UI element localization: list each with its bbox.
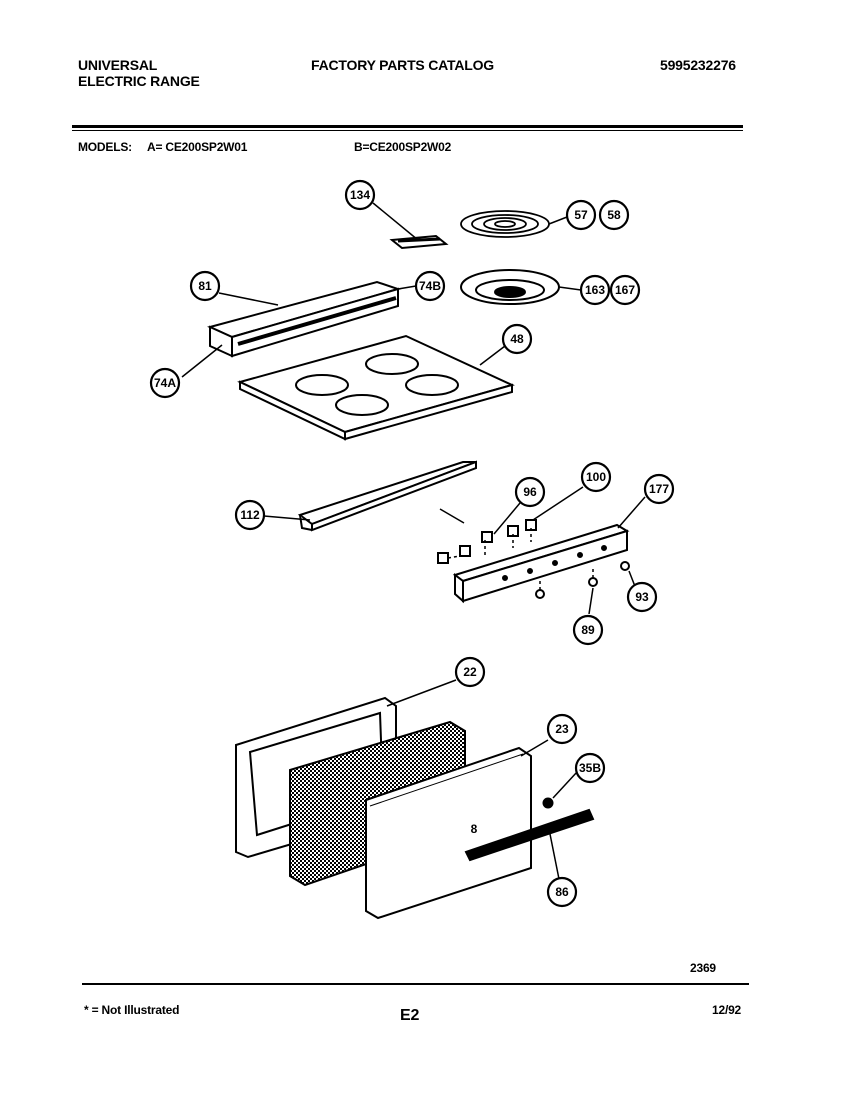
callout-167: 167	[615, 283, 635, 297]
brand-line-1: UNIVERSAL	[78, 57, 158, 73]
revision-date: 12/92	[712, 1003, 742, 1017]
callout-labels: 134 57 58 81 74B 163 167 74A 48 112 96 1…	[154, 188, 669, 899]
callout-177: 177	[649, 482, 669, 496]
door-mark: 8	[471, 822, 478, 836]
callout-81: 81	[198, 279, 212, 293]
surface-heating-element	[460, 210, 550, 238]
control-panel	[437, 508, 630, 604]
callout-86: 86	[555, 885, 569, 899]
not-illustrated-note: * = Not Illustrated	[84, 1003, 180, 1017]
callout-22: 22	[463, 665, 477, 679]
callout-134: 134	[350, 188, 370, 202]
callout-96: 96	[523, 485, 537, 499]
callout-100: 100	[586, 470, 606, 484]
callout-74a: 74A	[154, 376, 176, 390]
callout-93: 93	[635, 590, 649, 604]
callout-35b: 35B	[579, 761, 601, 775]
callout-74b: 74B	[419, 279, 441, 293]
callout-112: 112	[240, 508, 260, 522]
outer-door-panel	[365, 746, 595, 920]
leader-lines	[181, 202, 646, 880]
callout-89: 89	[581, 623, 595, 637]
callout-circles	[149, 179, 675, 908]
page-number: E2	[400, 1007, 420, 1024]
models-label: MODELS:	[78, 140, 132, 154]
header-divider-thin	[72, 130, 743, 131]
element-bracket	[389, 234, 449, 250]
callout-23: 23	[555, 722, 569, 736]
drip-bowl	[460, 269, 560, 305]
brand-line-2: ELECTRIC RANGE	[78, 73, 200, 89]
control-panel-support	[297, 460, 477, 532]
callout-57: 57	[574, 208, 588, 222]
catalog-title: FACTORY PARTS CATALOG	[311, 57, 494, 73]
footer-divider	[82, 983, 749, 985]
callout-163: 163	[585, 283, 605, 297]
catalog-number: 5995232276	[660, 57, 736, 73]
model-b: B=CE200SP2W02	[354, 140, 452, 154]
backguard-trim	[207, 280, 402, 358]
callout-58: 58	[607, 208, 621, 222]
model-a: A= CE200SP2W01	[147, 140, 248, 154]
callout-48: 48	[510, 332, 524, 346]
header-divider	[72, 125, 743, 128]
diagram-number: 2369	[690, 961, 716, 975]
cooktop	[237, 334, 515, 441]
